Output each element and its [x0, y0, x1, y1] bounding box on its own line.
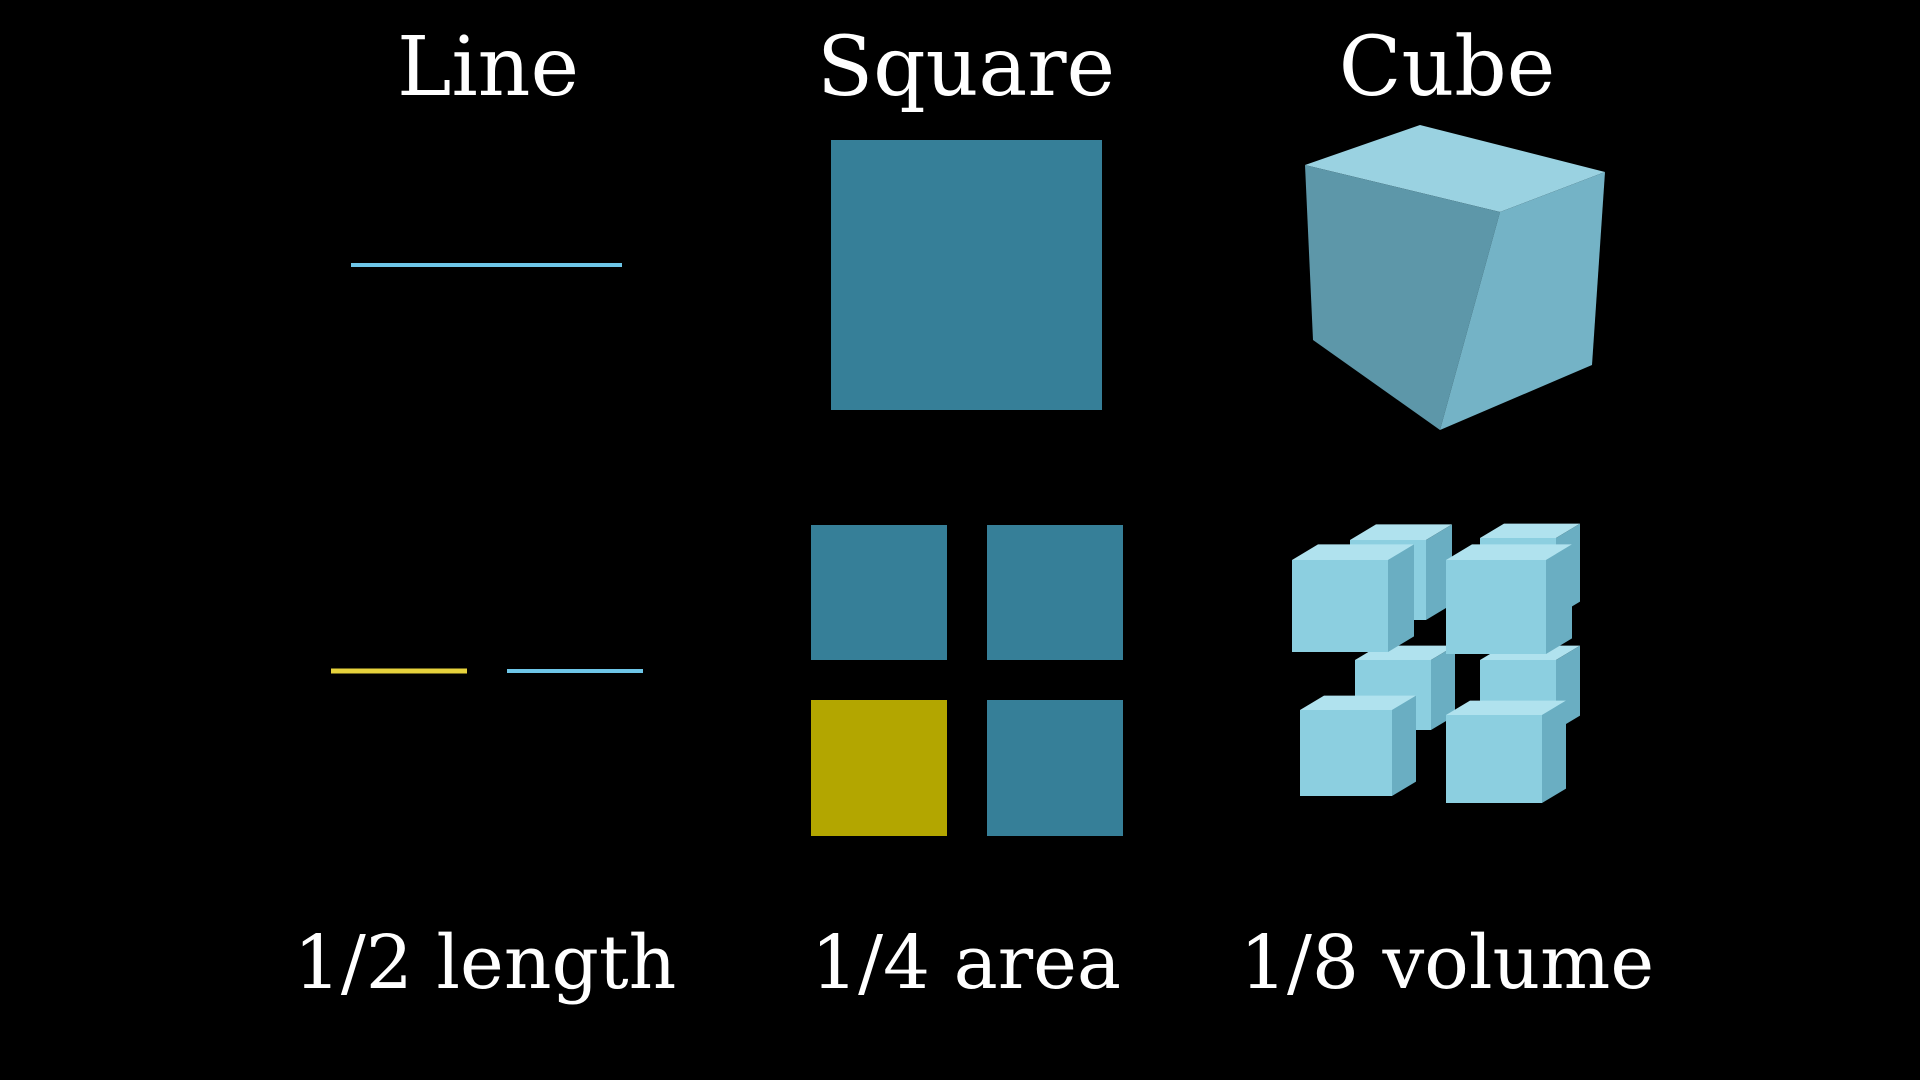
eighth-cube-top — [1446, 544, 1572, 560]
full-cube-top — [1305, 125, 1605, 212]
eighth-cube-side — [1392, 695, 1416, 796]
quarter-square-bottom-right — [987, 700, 1123, 836]
caption-square: 1/4 area — [810, 920, 1122, 1006]
full-square — [831, 140, 1102, 410]
eighth-cube-side — [1542, 700, 1566, 803]
eighth-cube-front — [1300, 710, 1392, 796]
eighth-cube-top — [1480, 523, 1580, 538]
eighth-cube-front — [1446, 715, 1542, 803]
eighth-cube-side — [1431, 645, 1455, 730]
eighth-cube — [1355, 645, 1455, 730]
title-square: Square — [816, 20, 1116, 115]
eighth-cube-front — [1292, 560, 1388, 652]
full-cube-left — [1305, 165, 1500, 430]
eighth-cube — [1300, 695, 1416, 796]
full-cube-front — [1440, 172, 1605, 430]
eighth-cube-side — [1426, 524, 1452, 620]
eighth-cube-top — [1446, 700, 1566, 715]
eighth-cube-top — [1350, 524, 1452, 540]
eighth-cube-top — [1292, 544, 1414, 560]
eighth-cube-side — [1388, 544, 1414, 652]
eighth-cube-top — [1300, 695, 1416, 710]
caption-line: 1/2 length — [293, 920, 677, 1006]
eighth-cube — [1292, 544, 1414, 652]
full-cube — [1305, 125, 1605, 430]
title-line: Line — [396, 20, 580, 115]
eighth-cube — [1446, 544, 1572, 654]
eighth-cube — [1446, 700, 1566, 803]
quarter-square-top-left — [811, 525, 947, 660]
eighth-cube-side — [1546, 544, 1572, 654]
eighth-cube-front — [1446, 560, 1546, 654]
quarter-square-top-right — [987, 525, 1123, 660]
quarter-square-highlighted — [811, 700, 947, 836]
eighth-cubes — [1292, 523, 1580, 803]
title-cube: Cube — [1338, 20, 1556, 115]
caption-cube: 1/8 volume — [1239, 920, 1655, 1006]
